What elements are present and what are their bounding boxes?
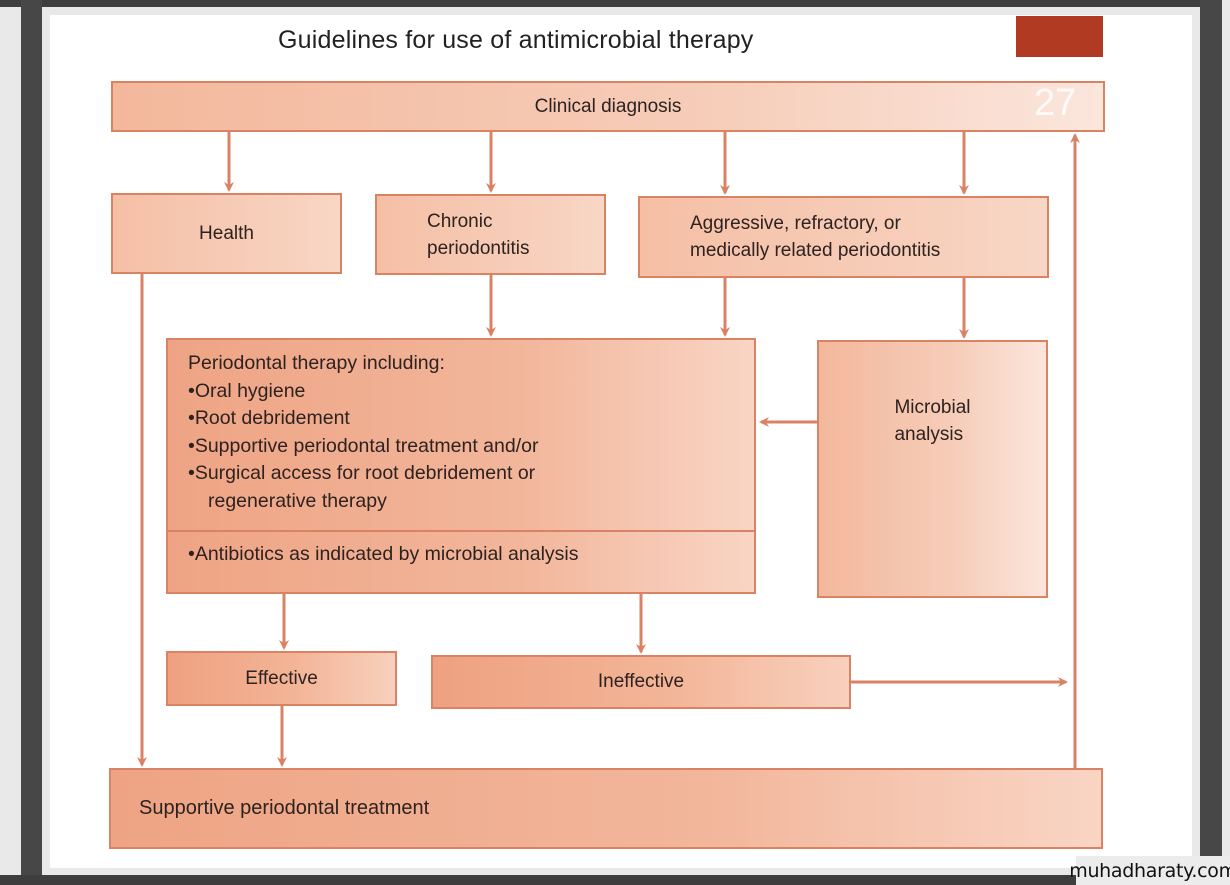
viewer-left-frame <box>21 0 42 885</box>
antibiotics-label: •Antibiotics as indicated by microbial a… <box>188 543 579 565</box>
chronic-periodontitis-box: Chronic periodontitis <box>375 194 606 275</box>
chronic-label-line2: periodontitis <box>427 237 530 259</box>
ineffective-box: Ineffective <box>431 655 851 709</box>
microbial-label-line1: Microbial <box>894 397 971 418</box>
supportive-treatment-label: Supportive periodontal treatment <box>139 797 430 819</box>
aggressive-periodontitis-box: Aggressive, refractory, or medically rel… <box>638 196 1049 278</box>
slide-title: Guidelines for use of antimicrobial ther… <box>278 26 754 54</box>
periodontal-therapy-box: Periodontal therapy including: •Oral hyg… <box>166 338 756 594</box>
viewer-bottom-bar <box>0 875 1230 885</box>
health-box: Health <box>111 193 342 274</box>
therapy-heading: Periodontal therapy including: <box>188 352 445 374</box>
health-label: Health <box>199 222 254 244</box>
aggressive-label-line1: Aggressive, refractory, or <box>690 213 901 234</box>
viewer-right-margin <box>1222 0 1230 885</box>
antibiotics-section: •Antibiotics as indicated by microbial a… <box>168 532 754 592</box>
therapy-item: •Oral hygiene <box>188 379 306 402</box>
viewer-top-bar <box>0 0 1230 7</box>
microbial-label-line2: analysis <box>894 424 964 445</box>
therapy-list-section: Periodontal therapy including: •Oral hyg… <box>168 340 754 532</box>
therapy-item: •Root debridement <box>188 407 350 429</box>
clinical-diagnosis-label: Clinical diagnosis <box>534 95 682 117</box>
viewer-right-frame <box>1200 0 1222 885</box>
ineffective-label: Ineffective <box>597 671 685 692</box>
viewer-left-margin <box>0 7 13 875</box>
aggressive-label-line2: medically related periodontitis <box>690 240 941 261</box>
effective-label: Effective <box>245 667 318 689</box>
page-number: 27 <box>1034 82 1077 124</box>
microbial-analysis-box: Microbial analysis <box>817 340 1048 598</box>
therapy-item: •Surgical access for root debridement or <box>188 462 536 484</box>
therapy-item-continuation: regenerative therapy <box>208 489 387 512</box>
therapy-item: •Supportive periodontal treatment and/or <box>188 434 539 457</box>
chronic-label-line1: Chronic <box>427 210 493 232</box>
supportive-treatment-box: Supportive periodontal treatment <box>109 768 1103 849</box>
clinical-diagnosis-box: Clinical diagnosis <box>111 81 1105 132</box>
effective-box: Effective <box>166 651 397 706</box>
accent-block <box>1016 16 1103 57</box>
watermark: muhadharaty.com <box>1069 856 1230 885</box>
